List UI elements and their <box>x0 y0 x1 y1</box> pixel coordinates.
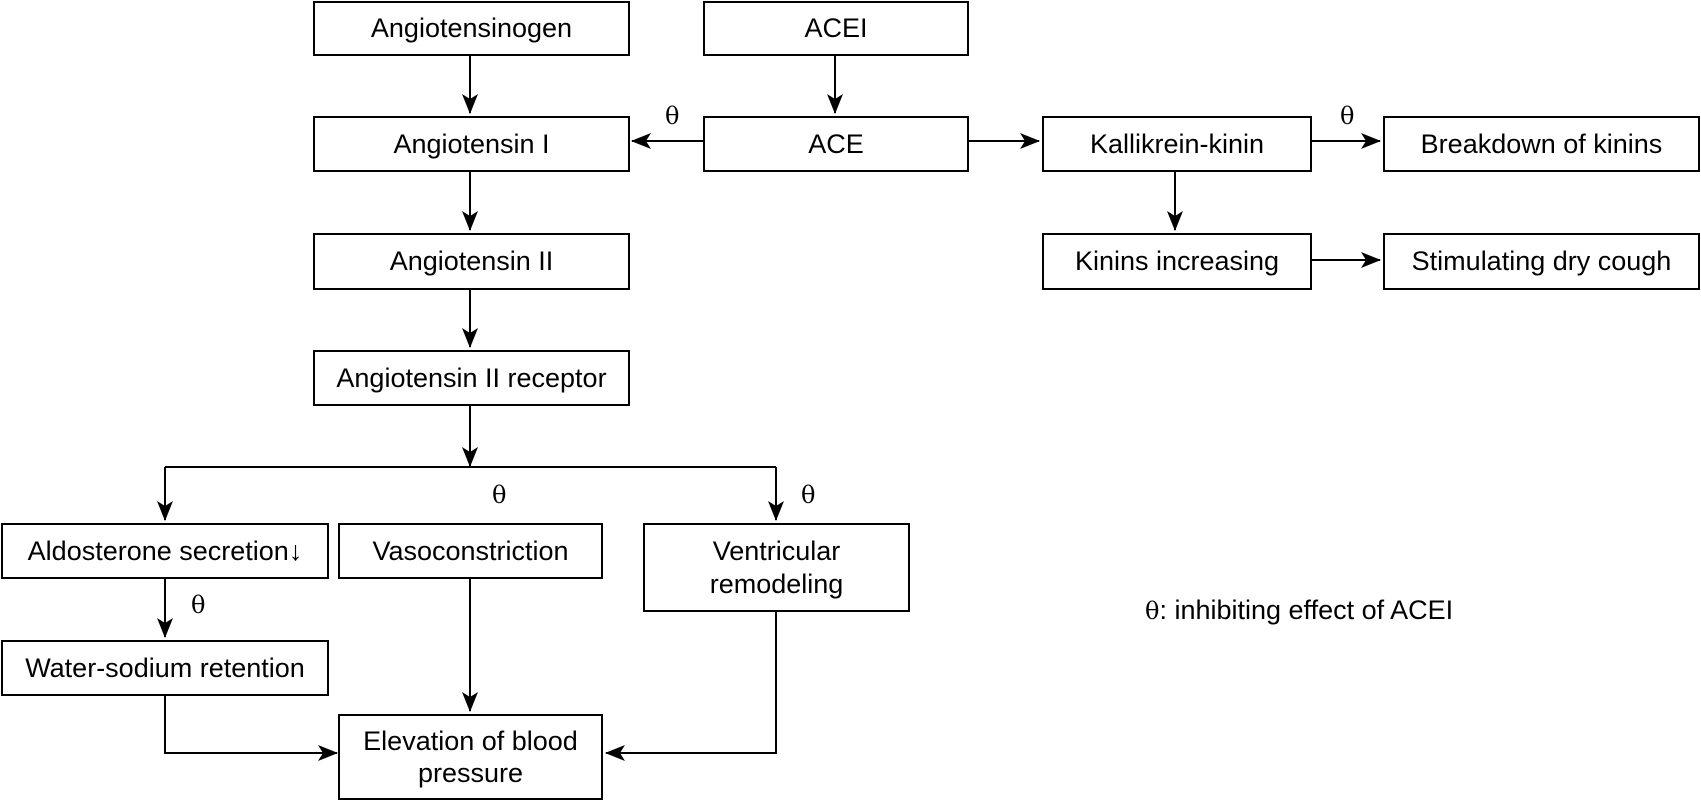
legend-symbol: θ <box>1145 597 1160 625</box>
inhibit-mark-water-sodium-retention: θ <box>191 591 206 619</box>
legend: θ: inhibiting effect of ACEI <box>1145 597 1453 624</box>
node-ace: ACE <box>703 116 969 172</box>
edge-water-sodium-to-elevation <box>164 693 338 761</box>
inhibit-mark-ace-angiotensin-i: θ <box>665 102 680 130</box>
node-vasoconstriction: Vasoconstriction <box>338 523 603 579</box>
node-angiotensin-ii-receptor: Angiotensin II receptor <box>313 350 630 406</box>
node-kallikrein-kinin: Kallikrein-kinin <box>1042 116 1312 172</box>
edge-ventricular-remodeling-to-elevation <box>605 610 777 761</box>
node-water-sodium-retention: Water-sodium retention <box>1 640 329 696</box>
node-acei: ACEI <box>703 1 969 56</box>
node-aldosterone-secretion: Aldosterone secretion↓ <box>1 523 329 579</box>
inhibit-mark-ventricular-remodeling: θ <box>801 481 816 509</box>
node-angiotensin-ii: Angiotensin II <box>313 233 630 290</box>
node-breakdown-of-kinins: Breakdown of kinins <box>1383 116 1700 172</box>
node-angiotensinogen: Angiotensinogen <box>313 1 630 56</box>
node-angiotensin-i: Angiotensin I <box>313 116 630 172</box>
node-elevation-of-blood-pressure: Elevation of blood pressure <box>338 714 603 800</box>
node-ventricular-remodeling: Ventricular remodeling <box>643 523 910 612</box>
legend-text: : inhibiting effect of ACEI <box>1159 595 1454 625</box>
node-kinins-increasing: Kinins increasing <box>1042 233 1312 290</box>
inhibit-mark-vasoconstriction: θ <box>492 481 507 509</box>
inhibit-mark-breakdown-of-kinins: θ <box>1340 102 1355 130</box>
node-stimulating-dry-cough: Stimulating dry cough <box>1383 233 1700 290</box>
